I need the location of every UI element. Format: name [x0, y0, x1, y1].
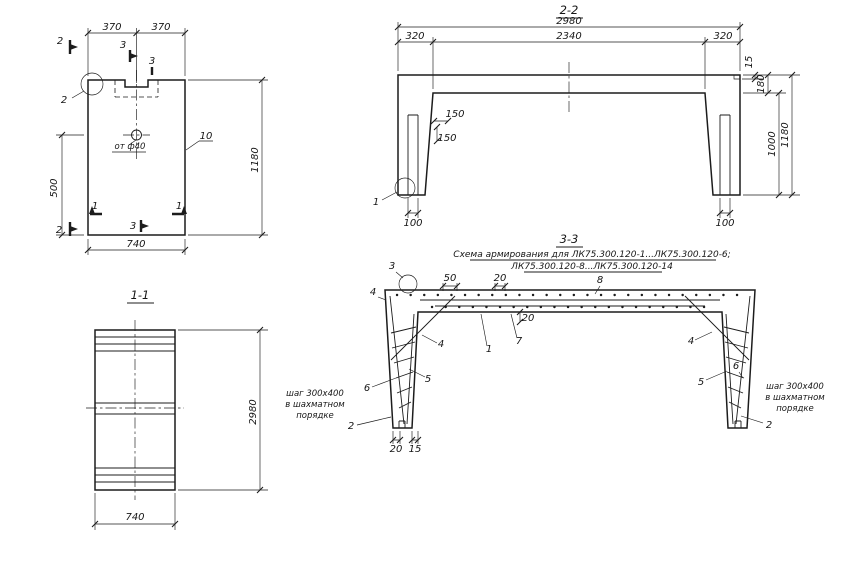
- dim-370-right: 370: [151, 22, 170, 33]
- detail-3-label: 3: [389, 261, 395, 272]
- dim-20-mid: 20: [522, 313, 535, 324]
- section-mark-2-top: 2: [57, 36, 63, 47]
- bar-8-label: 8: [597, 275, 603, 286]
- section-mark-1-left: 1: [92, 201, 98, 212]
- dim-20-foot: 20: [390, 444, 403, 455]
- dim-2340: 2340: [556, 31, 581, 42]
- dim-500: 500: [49, 178, 60, 197]
- dim-740-sec11: 740: [125, 512, 144, 523]
- dim-1180-endview: 1180: [250, 147, 261, 172]
- note-right-line2: в шахматном: [765, 393, 825, 403]
- note-right-line1: шаг 300х400: [766, 382, 824, 392]
- bar-6-right-label: 6: [733, 361, 739, 372]
- hole-note: от ф40: [115, 142, 146, 152]
- dim-320-right: 320: [713, 31, 732, 42]
- section-1-1: 1-1 2980 740: [86, 288, 268, 530]
- dim-150-b: 150: [437, 133, 456, 144]
- dim-15-lip: 15: [744, 56, 755, 69]
- leg-groove-lines: [407, 114, 731, 195]
- dim-150-a: 150: [445, 109, 464, 120]
- bar-4-top-label: 4: [370, 287, 376, 298]
- bar-2-right-label: 2: [766, 420, 772, 431]
- section-2-2: 2-2 2980 320 2340 320 15 180 1000 1180 1…: [373, 3, 800, 229]
- dim-50: 50: [444, 273, 457, 284]
- bar-4-left-label: 4: [438, 339, 444, 350]
- end-view-dim-ticks: [58, 29, 266, 254]
- section-3-3-underlines: [470, 246, 716, 273]
- section-2-2-outline: [397, 74, 741, 196]
- dim-15-foot: 15: [409, 444, 422, 455]
- dim-320-left: 320: [405, 31, 424, 42]
- note-right-line3: порядке: [776, 404, 814, 414]
- stirrup-ticks: [390, 326, 750, 409]
- hidden-recess-lines: [114, 80, 159, 98]
- note-left-line3: порядке: [296, 411, 334, 421]
- section-1-1-outline: [94, 329, 176, 491]
- bar-1-label: 1: [486, 344, 492, 355]
- dim-2980: 2980: [556, 16, 581, 27]
- section-mark-1-right: 1: [176, 201, 182, 212]
- detail-1-label: 1: [373, 197, 379, 208]
- section-1-1-dim-ticks: [91, 326, 264, 528]
- detail-2-label: 2: [61, 95, 67, 106]
- detail-circle-2: [80, 72, 104, 96]
- rebar-lines: [389, 295, 751, 425]
- dim-2980-sec11: 2980: [248, 399, 259, 424]
- right-lip-step: [733, 75, 740, 80]
- dim-20-top: 20: [494, 273, 507, 284]
- section-3-3-dim-lines: [392, 283, 521, 444]
- dim-370-left: 370: [102, 22, 121, 33]
- section-1-1-centerlines: [86, 320, 184, 500]
- section-1-1-dim-lines: [94, 329, 268, 530]
- dim-180: 180: [756, 74, 767, 93]
- bar-4-right-label: 4: [688, 336, 694, 347]
- bar-5-right-label: 5: [698, 377, 704, 388]
- section-2-2-dim-ticks: [394, 23, 796, 217]
- section-1-1-title: 1-1: [131, 288, 150, 302]
- section-3-3: 3-3 Схема армирования для ЛК75.300.120-1…: [285, 232, 825, 455]
- note-left-line1: шаг 300х400: [286, 389, 344, 399]
- section-mark-3-bottom: 3: [130, 221, 136, 232]
- bar-2-left-label: 2: [348, 421, 354, 432]
- section-2-2-title: 2-2: [560, 3, 579, 17]
- section-3-3-title: 3-3: [560, 232, 579, 246]
- bar-5-left-label: 5: [425, 374, 431, 385]
- section-mark-2-bottom: 2: [56, 225, 62, 236]
- end-view-outline: [87, 79, 186, 236]
- end-view-centerlines: [123, 70, 150, 162]
- section-3-3-subtitle-1: Схема армирования для ЛК75.300.120-1...Л…: [453, 250, 730, 260]
- section-3-3-leaders: [356, 271, 764, 426]
- foot-notches: [398, 420, 742, 428]
- section-mark-3-mid: 3: [149, 56, 155, 67]
- end-view: 370 370 2 2 3 3 3 1 1 2 от ф40 10 500 11…: [49, 22, 268, 255]
- section-3-3-subtitle-2: ЛК75.300.120-8...ЛК75.300.120-14: [510, 262, 673, 272]
- dim-1000: 1000: [767, 131, 778, 156]
- detail-circle-3: [398, 274, 418, 294]
- dim-100-right: 100: [715, 218, 734, 229]
- bar-7-label: 7: [516, 336, 523, 347]
- section-3-3-dim-ticks: [389, 282, 524, 444]
- dim-1180: 1180: [780, 122, 791, 147]
- section-cut-flags: [68, 40, 184, 236]
- note-left-line2: в шахматном: [285, 400, 345, 410]
- detail-circle-1: [394, 177, 416, 199]
- part-10-label: 10: [200, 131, 213, 142]
- bar-6-left-label: 6: [364, 383, 370, 394]
- dim-100-left: 100: [403, 218, 422, 229]
- section-2-2-dim-lines: [381, 22, 800, 218]
- dim-740-endview: 740: [126, 239, 145, 250]
- section-mark-3-top: 3: [120, 40, 126, 51]
